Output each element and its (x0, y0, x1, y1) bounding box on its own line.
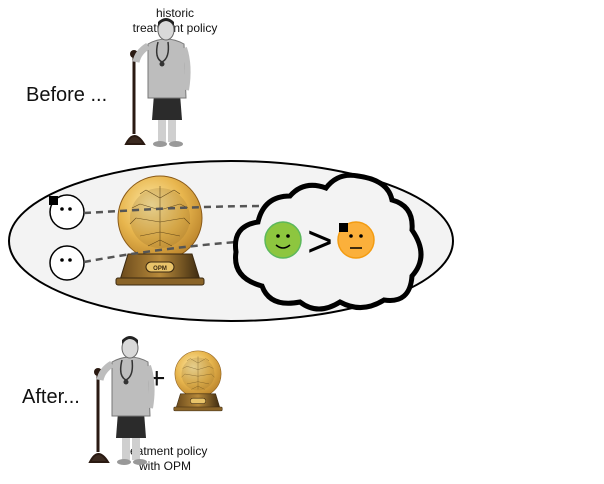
crystal-ball-plaque: OPM (153, 266, 167, 272)
crystal-ball-opm: OPM (115, 175, 205, 286)
before-caption-line1: historic (155, 6, 194, 20)
neutral-marker-square (339, 223, 348, 232)
patient-face-1 (49, 194, 85, 230)
happy-face (264, 221, 302, 259)
before-caption: historic treatment policy (120, 6, 230, 36)
before-label: Before ... (26, 84, 108, 106)
outcome-cloud (232, 172, 424, 312)
patient-marker-square (49, 196, 58, 205)
patient-face-2 (49, 245, 85, 281)
greater-than-operator: > (307, 217, 333, 266)
crystal-ball-small (173, 350, 223, 412)
after-caption-line1: treatment policy (122, 444, 208, 458)
doctor-figure-after (90, 336, 152, 465)
after-caption-line2: with OPM (138, 459, 191, 473)
neutral-face (337, 221, 375, 259)
arrow-patient1-to-neutral (83, 204, 337, 224)
after-label: After... (22, 386, 80, 408)
doctor-figure-before (126, 18, 188, 147)
before-caption-line2: treatment policy (132, 21, 218, 35)
after-caption: treatment policy with OPM (110, 444, 220, 474)
